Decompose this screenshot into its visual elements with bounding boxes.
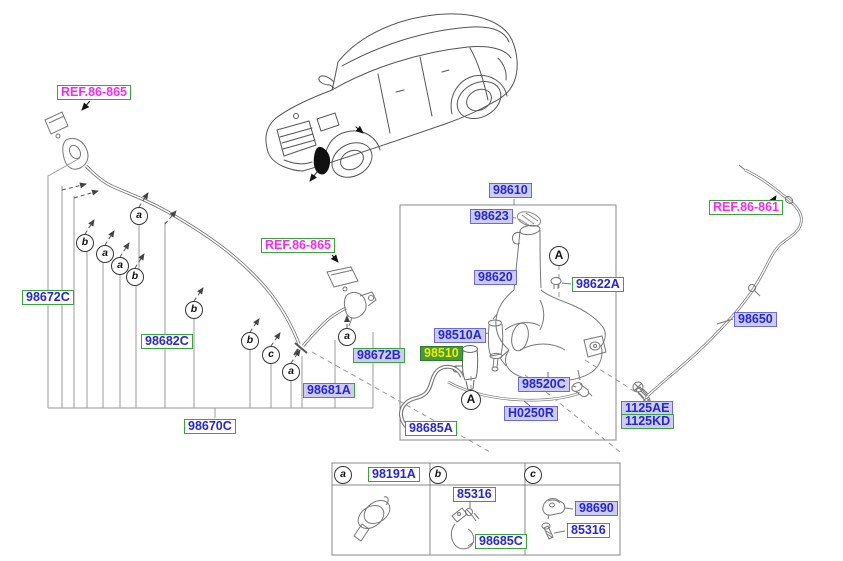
part-label-98520C[interactable]: 98520C	[518, 377, 570, 392]
part-label-98690[interactable]: 98690	[575, 501, 618, 516]
part-label-1125KD[interactable]: 1125KD	[621, 414, 675, 429]
part-label-85316-cell-b[interactable]: 85316	[453, 487, 496, 502]
washer-location-marker	[313, 146, 331, 175]
front-washer-hose-assembly	[44, 100, 377, 418]
part-label-98623[interactable]: 98623	[470, 209, 513, 224]
bracket-98685C-drawing	[450, 501, 480, 550]
part-label-98622A[interactable]: 98622A	[572, 277, 624, 292]
part-label-ref-86-865-front-left[interactable]: REF.86-865	[57, 85, 132, 100]
hood-nozzle-right	[326, 254, 377, 327]
part-label-98510[interactable]: 98510	[420, 346, 463, 361]
part-label-98685A[interactable]: 98685A	[405, 421, 457, 436]
clip-98191A-drawing	[353, 496, 391, 542]
part-label-ref-86-861-rear[interactable]: REF.86-861	[709, 200, 784, 215]
part-label-98510A[interactable]: 98510A	[434, 328, 486, 343]
hood-nozzle-left	[44, 100, 91, 170]
part-label-98620[interactable]: 98620	[474, 270, 517, 285]
part-label-98681A[interactable]: 98681A	[303, 383, 355, 398]
vehicle-illustration	[265, 13, 518, 182]
part-label-98672C[interactable]: 98672C	[22, 290, 74, 305]
grommet-98520C	[571, 382, 593, 397]
part-label-98685C[interactable]: 98685C	[475, 534, 527, 549]
part-label-98682C[interactable]: 98682C	[141, 334, 193, 349]
part-label-98672B[interactable]: 98672B	[353, 348, 405, 363]
part-label-98191A[interactable]: 98191A	[368, 467, 420, 482]
mounting-screw	[632, 381, 653, 403]
part-label-85316-cell-c[interactable]: 85316	[567, 523, 610, 538]
part-label-98610[interactable]: 98610	[489, 183, 532, 198]
reservoir-tank	[495, 224, 607, 382]
part-label-98670C[interactable]: 98670C	[184, 419, 236, 434]
part-label-H0250R[interactable]: H0250R	[504, 406, 558, 421]
clip-98690-drawing	[541, 498, 574, 540]
grommet-98622A	[550, 277, 572, 289]
part-label-98650[interactable]: 98650	[734, 312, 777, 327]
reservoir-detail-box	[399, 199, 617, 441]
part-label-ref-86-865-front-right[interactable]: REF.86-865	[261, 238, 336, 253]
